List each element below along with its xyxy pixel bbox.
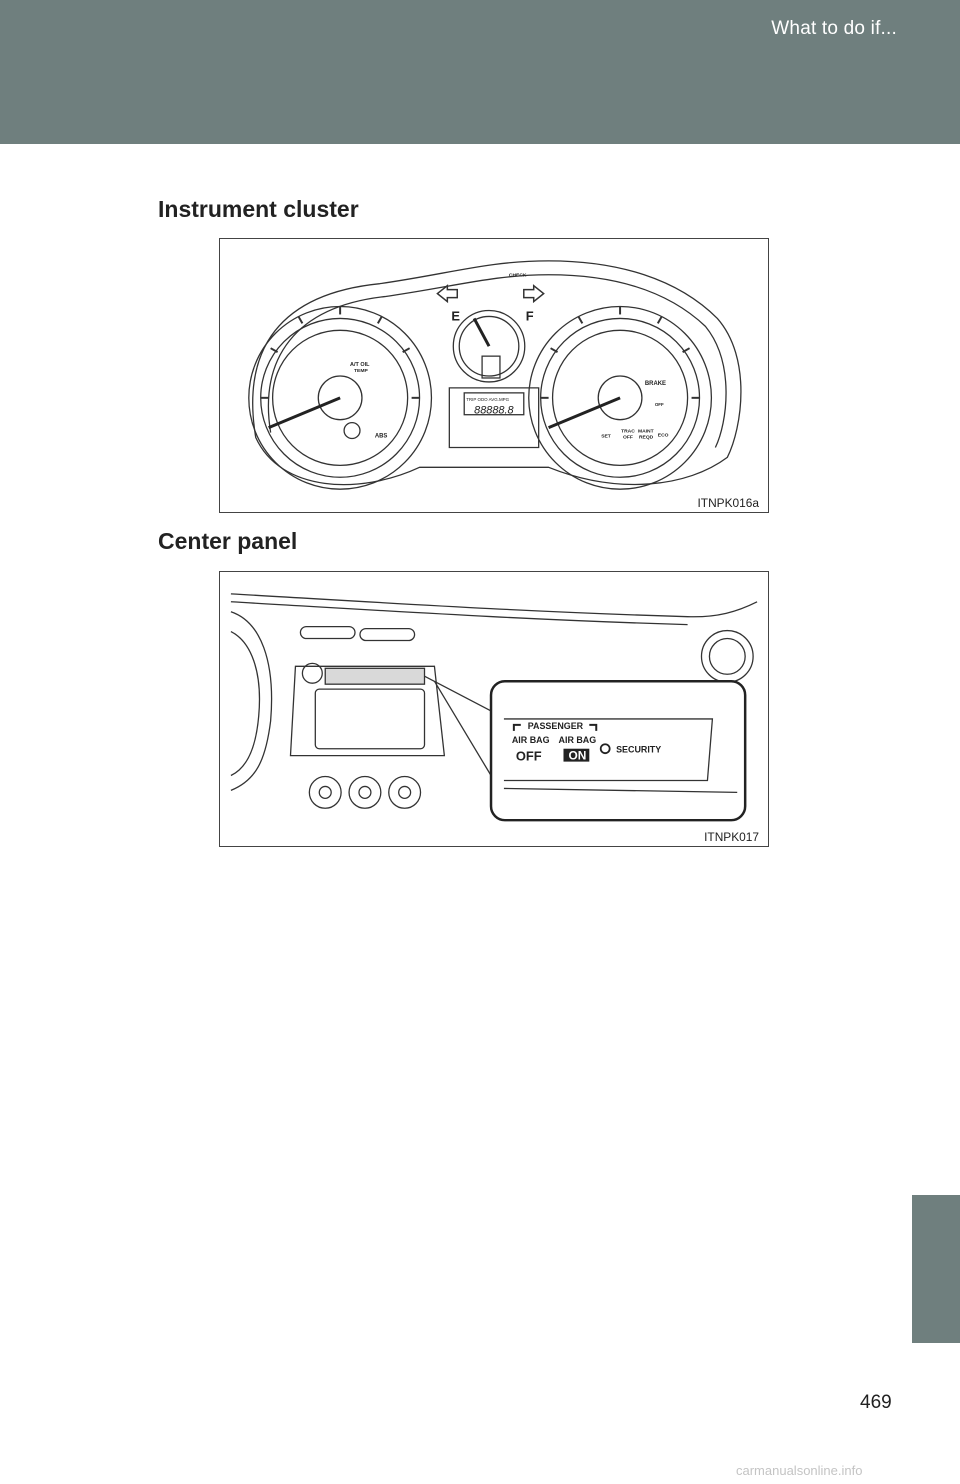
airbag-left-label: AIR BAG [512, 735, 550, 745]
airbag-off-indicator: OFF [516, 749, 542, 764]
section-heading-instrument-cluster: Instrument cluster [158, 196, 359, 222]
at-oil-temp-label-1: A/T OIL [350, 362, 370, 368]
maint-reqd-label-1: MAINT [638, 429, 654, 435]
instrument-cluster-illustration: E F CHECK A/T OIL TEMP ABS TRIP ODO AVG.… [248, 260, 759, 510]
security-label: SECURITY [616, 745, 661, 755]
airbag-right-label: AIR BAG [559, 735, 597, 745]
odo-label: TRIP ODO AVG.MPG [466, 397, 509, 402]
trac-off-label-1: TRAC [621, 429, 635, 435]
figure-center-panel: PASSENGER AIR BAG AIR BAG OFF SECURITY O… [219, 571, 769, 847]
page-number: 469 [860, 1392, 892, 1413]
check-engine-label: CHECK [509, 273, 527, 279]
center-panel-illustration: PASSENGER AIR BAG AIR BAG OFF SECURITY O… [230, 593, 759, 844]
page-header: What to do if... [0, 0, 960, 144]
fuel-empty-label: E [451, 308, 460, 323]
security-indicator-icon [599, 743, 611, 755]
figure-code-cluster: ITNPK016a [697, 496, 759, 510]
brake-label: BRAKE [645, 381, 666, 387]
figure-instrument-cluster: E F CHECK A/T OIL TEMP ABS TRIP ODO AVG.… [219, 238, 769, 513]
abs-label: ABS [375, 434, 388, 440]
maint-reqd-label-2: REQD [639, 435, 654, 441]
airbag-on-indicator: ON [568, 749, 586, 763]
at-oil-temp-label-2: TEMP [354, 368, 368, 374]
footer-watermark-url: carmanualsonline.info [736, 1463, 863, 1478]
off-small-label: OFF [655, 402, 664, 407]
eco-label: ECO [658, 433, 669, 439]
fuel-full-label: F [526, 308, 534, 323]
section-heading-center-panel: Center panel [158, 528, 298, 554]
passenger-label: PASSENGER [528, 721, 584, 731]
trac-off-label-2: OFF [623, 435, 633, 441]
set-label: SET [601, 434, 611, 440]
figure-code-center-panel: ITNPK017 [704, 830, 759, 844]
header-title: What to do if... [771, 18, 897, 39]
odo-value: 88888.8 [474, 405, 513, 417]
chapter-side-tab [912, 1195, 960, 1343]
